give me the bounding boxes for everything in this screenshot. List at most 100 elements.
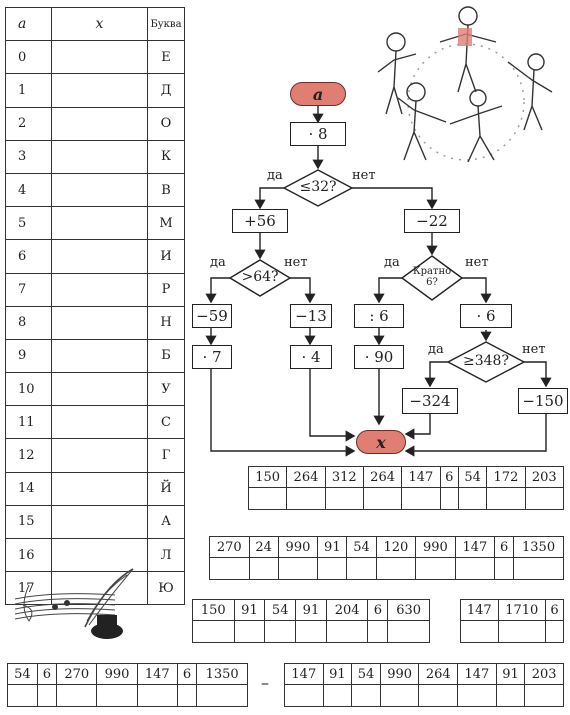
grid-letter-cell[interactable] — [375, 557, 417, 580]
grid-answer-row — [192, 620, 430, 643]
grid-letter-cell[interactable] — [233, 620, 266, 643]
grid-letter-cell[interactable] — [457, 684, 497, 707]
grid-answer-row — [7, 684, 248, 707]
grid-number-cell: 203 — [524, 663, 564, 685]
minus-13-box: −13 — [290, 304, 332, 328]
grid-letter-cell[interactable] — [325, 620, 369, 643]
row-x-empty-cell[interactable] — [51, 537, 148, 573]
row-x-empty-cell[interactable] — [51, 172, 148, 208]
grid-number-cell: 270 — [209, 536, 250, 558]
grid-letter-cell[interactable] — [457, 487, 488, 510]
grid-number-cell: 54 — [457, 466, 488, 488]
row-a-value: 11 — [5, 405, 52, 440]
grid-number-cell: 91 — [495, 663, 526, 685]
grid-number-cell: 204 — [325, 599, 369, 621]
grid-letter-cell[interactable] — [324, 487, 364, 510]
condition-le-32: ≤32? — [299, 179, 337, 195]
grid-number-cell: 91 — [317, 536, 348, 558]
grid-letter-cell[interactable] — [284, 684, 324, 707]
grid-number-cell: 6 — [544, 599, 565, 621]
grid-letter-cell[interactable] — [248, 557, 279, 580]
grid-letter-cell[interactable] — [286, 487, 326, 510]
yes-label-2: да — [210, 255, 226, 270]
grid-letter-cell[interactable] — [418, 684, 459, 707]
grid-answer-row — [209, 557, 564, 580]
grid-letter-cell[interactable] — [524, 684, 564, 707]
grid-letter-cell[interactable] — [486, 487, 526, 510]
grid-answer-row — [247, 487, 565, 510]
row-x-empty-cell[interactable] — [51, 438, 148, 473]
grid-letter-cell[interactable] — [7, 684, 38, 707]
row-x-empty-cell[interactable] — [51, 73, 148, 108]
row-x-empty-cell[interactable] — [51, 471, 148, 506]
grid-number-cell: 147 — [401, 466, 441, 488]
row-x-empty-cell[interactable] — [51, 272, 148, 307]
grid-letter-cell[interactable] — [454, 557, 496, 580]
grid-letter-cell[interactable] — [460, 620, 499, 643]
grid-letter-cell[interactable] — [96, 684, 138, 707]
grid-letter-cell[interactable] — [209, 557, 250, 580]
row-x-empty-cell[interactable] — [51, 571, 148, 606]
grid-letter-cell[interactable] — [36, 684, 58, 707]
grid-letter-cell[interactable] — [346, 557, 377, 580]
grid-letter-cell[interactable] — [387, 620, 430, 643]
grid-number-cell: 54 — [264, 599, 297, 621]
grid-letter-cell[interactable] — [176, 684, 198, 707]
grid-letter-cell[interactable] — [513, 557, 564, 580]
yes-label-4: да — [428, 342, 444, 357]
row-x-empty-cell[interactable] — [51, 40, 148, 75]
multiply-6-box: · 6 — [460, 304, 512, 328]
row-a-value: 2 — [5, 106, 52, 141]
grid-number-cell: 6 — [176, 663, 198, 685]
grid-number-cell: 1710 — [497, 599, 546, 621]
grid-number-cell: 264 — [362, 466, 403, 488]
end-node-x: x — [356, 430, 406, 454]
grid-letter-cell[interactable] — [136, 684, 178, 707]
grid-letter-cell[interactable] — [544, 620, 565, 643]
grid-letter-cell[interactable] — [351, 684, 381, 707]
plus-56-box: +56 — [232, 209, 288, 233]
grid-letter-cell[interactable] — [494, 557, 515, 580]
grid-letter-cell[interactable] — [196, 684, 248, 707]
grid-letter-cell[interactable] — [295, 620, 327, 643]
grid-letter-cell[interactable] — [277, 557, 319, 580]
grid-number-cell: 630 — [387, 599, 430, 621]
grid-number-cell: 990 — [415, 536, 456, 558]
row-a-value: 1 — [5, 73, 52, 108]
grid-letter-cell[interactable] — [192, 620, 235, 643]
grid-letter-cell[interactable] — [401, 487, 441, 510]
row-x-empty-cell[interactable] — [51, 504, 148, 540]
grid-letter-cell[interactable] — [264, 620, 297, 643]
grid-letter-cell[interactable] — [495, 684, 526, 707]
grid-letter-cell[interactable] — [379, 684, 420, 707]
grid-letter-cell[interactable] — [56, 684, 98, 707]
grid-number-cell: 54 — [7, 663, 38, 685]
grid-number-cell: 270 — [56, 663, 98, 685]
row-x-empty-cell[interactable] — [51, 305, 148, 340]
grid-letter-cell[interactable] — [322, 684, 353, 707]
yes-label-3: да — [384, 255, 400, 270]
grid-letter-cell[interactable] — [367, 620, 389, 643]
grid-letter-cell[interactable] — [439, 487, 459, 510]
grid-number-cell: 91 — [295, 599, 327, 621]
grid-number-cell: 147 — [460, 599, 499, 621]
no-label-1: нет — [352, 168, 376, 183]
grid-number-cell: 990 — [277, 536, 319, 558]
grid-letter-cell[interactable] — [524, 487, 565, 510]
grid-letter-cell[interactable] — [415, 557, 456, 580]
grid-letter-cell[interactable] — [362, 487, 403, 510]
grid-letter-cell[interactable] — [317, 557, 348, 580]
grid-letter-cell[interactable] — [247, 487, 288, 510]
row-x-empty-cell[interactable] — [51, 372, 148, 407]
grid-letter-cell[interactable] — [497, 620, 546, 643]
